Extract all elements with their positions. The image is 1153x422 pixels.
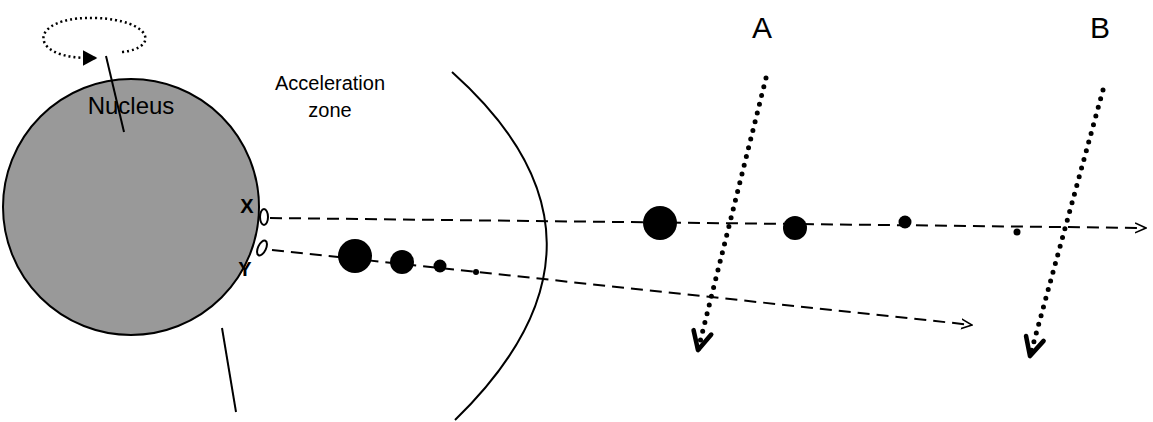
zone-label: Acceleration zone [255, 70, 405, 124]
node-label: Nucleus [88, 92, 175, 120]
particle [473, 269, 479, 275]
vent-label: Y [238, 256, 251, 283]
observer-label: B [1090, 8, 1110, 49]
acceleration-boundary [452, 72, 547, 420]
jet-path [270, 218, 1146, 228]
particle [783, 216, 807, 240]
jet-path [272, 250, 972, 325]
observer-path [698, 78, 766, 350]
observer-path [1030, 90, 1103, 356]
vent [260, 209, 268, 225]
particle [434, 260, 447, 273]
observer-label: A [752, 8, 772, 49]
axis-line [222, 328, 236, 412]
particle [390, 250, 414, 274]
axis-line [106, 56, 124, 132]
spin-arrow [43, 18, 145, 58]
particle [1014, 229, 1021, 236]
vent [255, 239, 269, 257]
nucleus-circle: Nucleus [2, 78, 260, 336]
vent-label: X [240, 193, 253, 220]
particle [338, 239, 372, 273]
particle [643, 206, 677, 240]
particle [899, 216, 912, 229]
